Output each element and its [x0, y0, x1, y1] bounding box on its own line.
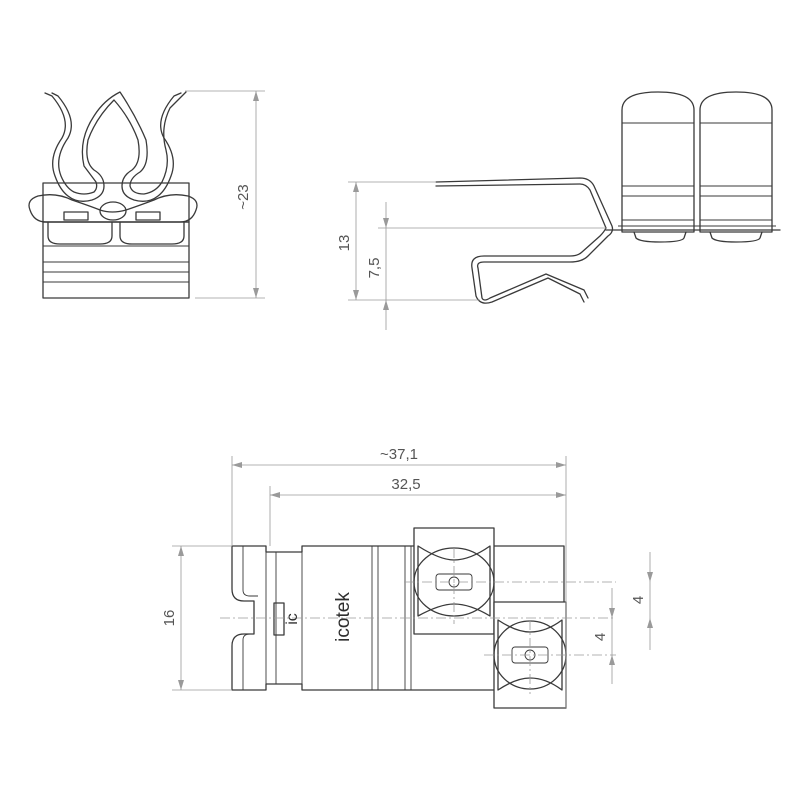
front-view: ~23 [28, 90, 265, 299]
front-view-height-label: ~23 [235, 184, 252, 209]
top-view-offset-upper-label: 4 [630, 596, 647, 604]
top-view-overall-length-label: ~37,1 [380, 446, 418, 463]
front-view-spring-outer [44, 92, 182, 202]
top-view-width-label: 16 [161, 610, 178, 627]
top-view-clip-upper-body [417, 545, 491, 617]
top-view-clip-slot [273, 602, 285, 636]
front-view-pad-left [63, 211, 89, 221]
top-view-body-length-label: 32,5 [391, 476, 420, 493]
side-view-fuse-right [699, 91, 773, 233]
top-view-offset-lower-label: 4 [592, 633, 609, 641]
side-view-lower-height-label: 7,5 [366, 258, 383, 279]
top-view-clip-lower-body [497, 619, 563, 691]
front-view-pad-right [135, 211, 161, 221]
side-view-contact-inner [435, 183, 607, 304]
side-view-foot-left [633, 231, 687, 243]
front-view-base [42, 221, 190, 299]
side-view-overall-height-label: 13 [336, 235, 353, 252]
top-view-side-mark: ic [284, 613, 301, 625]
front-view-fuse-cap-right [119, 221, 185, 245]
side-view-contact-outer [435, 177, 614, 301]
front-view-spring-inner [51, 91, 187, 195]
front-view-fuse-cap-left [47, 221, 113, 245]
side-view: 13 7,5 [336, 91, 781, 330]
top-view: icotek ic ~37,1 32,5 16 4 4 [161, 446, 653, 709]
side-view-foot-right [709, 231, 763, 243]
front-view-center-loop [99, 201, 127, 221]
top-view-brand-text: icotek [333, 592, 354, 642]
front-view-spring-loop [28, 194, 198, 223]
side-view-fuse-left [621, 91, 695, 233]
